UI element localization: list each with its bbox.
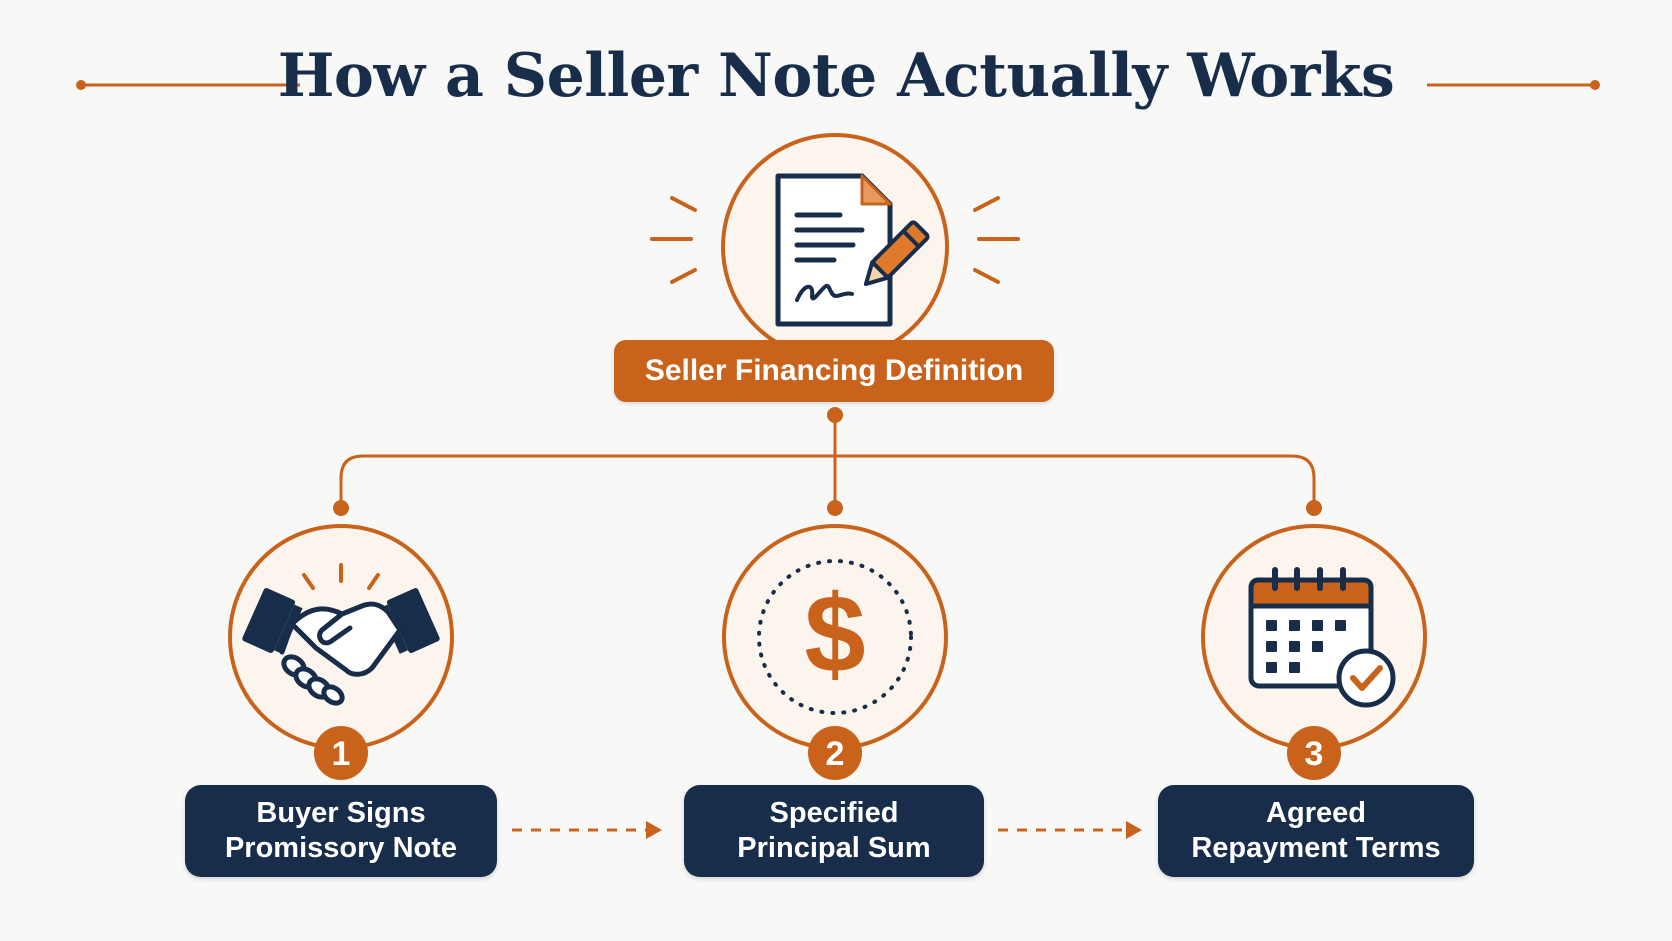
step-label-3: Agreed Repayment Terms bbox=[1158, 785, 1474, 877]
handshake-icon bbox=[242, 563, 440, 706]
step-label-2: Specified Principal Sum bbox=[684, 785, 984, 877]
step-badge-1: 1 bbox=[314, 726, 368, 780]
page-title: How a Seller Note Actually Works bbox=[277, 41, 1395, 111]
arrow-step-2-to-3 bbox=[998, 821, 1142, 839]
step-label-2-line-2: Principal Sum bbox=[737, 832, 931, 864]
tree-connectors bbox=[339, 415, 1316, 508]
step-number-1: 1 bbox=[332, 735, 351, 773]
step-badge-3: 3 bbox=[1287, 726, 1341, 780]
title-divider-right bbox=[1427, 80, 1600, 90]
step-label-1-line-1: Buyer Signs bbox=[256, 797, 426, 829]
svg-text:$: $ bbox=[804, 573, 865, 696]
root-sparkle-lines bbox=[650, 196, 1020, 284]
step-label-3-line-2: Repayment Terms bbox=[1191, 832, 1441, 864]
step-number-3: 3 bbox=[1305, 735, 1324, 773]
title-divider-left bbox=[76, 80, 300, 90]
connector-dots bbox=[333, 407, 1322, 516]
step-label-1-line-2: Promissory Note bbox=[224, 832, 458, 864]
calendar-check-icon bbox=[1248, 567, 1396, 708]
step-number-2: 2 bbox=[826, 735, 845, 773]
step-label-1: Buyer Signs Promissory Note bbox=[185, 785, 497, 877]
signed-document-icon bbox=[775, 173, 930, 327]
step-label-2-line-1: Specified bbox=[769, 797, 899, 829]
arrow-step-1-to-2 bbox=[512, 821, 662, 839]
dollar-icon: $ bbox=[757, 559, 913, 715]
root-label: Seller Financing Definition bbox=[614, 340, 1054, 402]
step-badge-2: 2 bbox=[808, 726, 862, 780]
step-label-3-line-1: Agreed bbox=[1266, 797, 1366, 829]
